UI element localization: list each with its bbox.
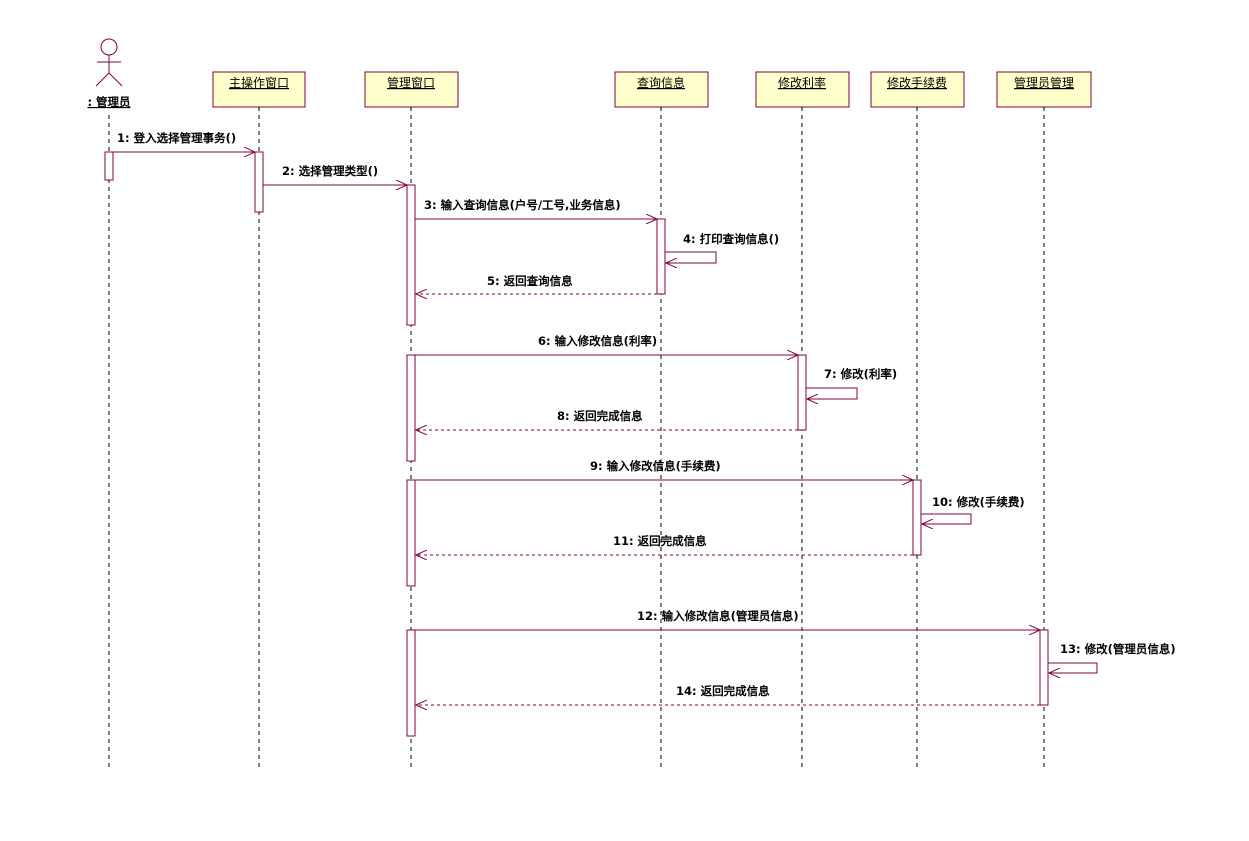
lifeline-query-info[interactable]: 查询信息: [614, 71, 709, 108]
message-label: 7: 修改(利率): [824, 367, 897, 381]
actor-admin[interactable]: : 管理员: [87, 38, 131, 109]
lifeline-box: [870, 71, 965, 108]
lifeline-box: [364, 71, 459, 108]
actor-leg-right: [108, 72, 123, 87]
message-11[interactable]: 11: 返回完成信息: [416, 534, 913, 555]
activation-query: [656, 218, 666, 295]
message-1[interactable]: 1: 登入选择管理事务(): [113, 131, 255, 152]
message-10[interactable]: 10: 修改(手续费): [921, 495, 1025, 524]
activation-manage-2: [406, 354, 416, 462]
activation-admin: [1039, 629, 1049, 706]
message-label: 3: 输入查询信息(户号/工号,业务信息): [424, 198, 621, 212]
message-arrow: [1048, 662, 1098, 673]
lifeline-label: 查询信息: [637, 75, 685, 90]
activation-fee: [912, 479, 922, 556]
activation-manage-1: [406, 184, 416, 326]
message-9[interactable]: 9: 输入修改信息(手续费): [415, 459, 913, 480]
message-7[interactable]: 7: 修改(利率): [806, 367, 897, 399]
lifeline-manage-window[interactable]: 管理窗口: [364, 71, 459, 108]
message-3[interactable]: 3: 输入查询信息(户号/工号,业务信息): [415, 198, 657, 219]
message-label: 1: 登入选择管理事务(): [117, 131, 236, 145]
lifeline-label: 管理员管理: [1014, 75, 1074, 90]
message-label: 13: 修改(管理员信息): [1060, 642, 1176, 656]
message-arrow: [665, 251, 717, 263]
message-label: 11: 返回完成信息: [613, 534, 707, 548]
activations: [104, 151, 1049, 737]
activation-main: [254, 151, 264, 213]
lifeline-main-window[interactable]: 主操作窗口: [212, 71, 306, 108]
lifeline-label: 修改手续费: [887, 75, 947, 90]
message-arrow: [806, 387, 858, 399]
message-label: 12: 输入修改信息(管理员信息): [637, 609, 799, 623]
activation-manage-3: [406, 479, 416, 587]
message-label: 10: 修改(手续费): [932, 495, 1025, 509]
lifeline-modify-fee[interactable]: 修改手续费: [870, 71, 965, 108]
activation-rate: [797, 354, 807, 431]
message-arrow: [921, 513, 972, 524]
message-label: 9: 输入修改信息(手续费): [590, 459, 721, 473]
message-2[interactable]: 2: 选择管理类型(): [263, 164, 407, 185]
lifeline-label: 管理窗口: [387, 75, 435, 90]
lifeline-box: [755, 71, 850, 108]
message-13[interactable]: 13: 修改(管理员信息): [1048, 642, 1176, 673]
actor-label: : 管理员: [87, 95, 131, 109]
lifeline-box: [996, 71, 1092, 108]
lifeline-box: [212, 71, 306, 108]
message-6[interactable]: 6: 输入修改信息(利率): [415, 334, 798, 355]
message-8[interactable]: 8: 返回完成信息: [416, 409, 798, 430]
activation-actor: [104, 151, 114, 181]
lifeline-box: [614, 71, 709, 108]
message-label: 4: 打印查询信息(): [683, 232, 779, 246]
message-label: 8: 返回完成信息: [557, 409, 643, 423]
actor-head: [100, 38, 118, 56]
message-12[interactable]: 12: 输入修改信息(管理员信息): [415, 609, 1040, 630]
message-5[interactable]: 5: 返回查询信息: [416, 274, 657, 294]
activation-manage-4: [406, 629, 416, 737]
message-label: 14: 返回完成信息: [676, 684, 770, 698]
message-14[interactable]: 14: 返回完成信息: [416, 684, 1040, 705]
message-4[interactable]: 4: 打印查询信息(): [665, 232, 779, 263]
lifeline-label: 修改利率: [778, 75, 826, 90]
actor-leg-left: [95, 72, 110, 87]
message-label: 6: 输入修改信息(利率): [538, 334, 657, 348]
lifeline-modify-rate[interactable]: 修改利率: [755, 71, 850, 108]
message-label: 5: 返回查询信息: [487, 274, 573, 288]
message-label: 2: 选择管理类型(): [282, 164, 378, 178]
lifeline-admin-manage[interactable]: 管理员管理: [996, 71, 1092, 108]
lifeline-label: 主操作窗口: [229, 75, 289, 90]
